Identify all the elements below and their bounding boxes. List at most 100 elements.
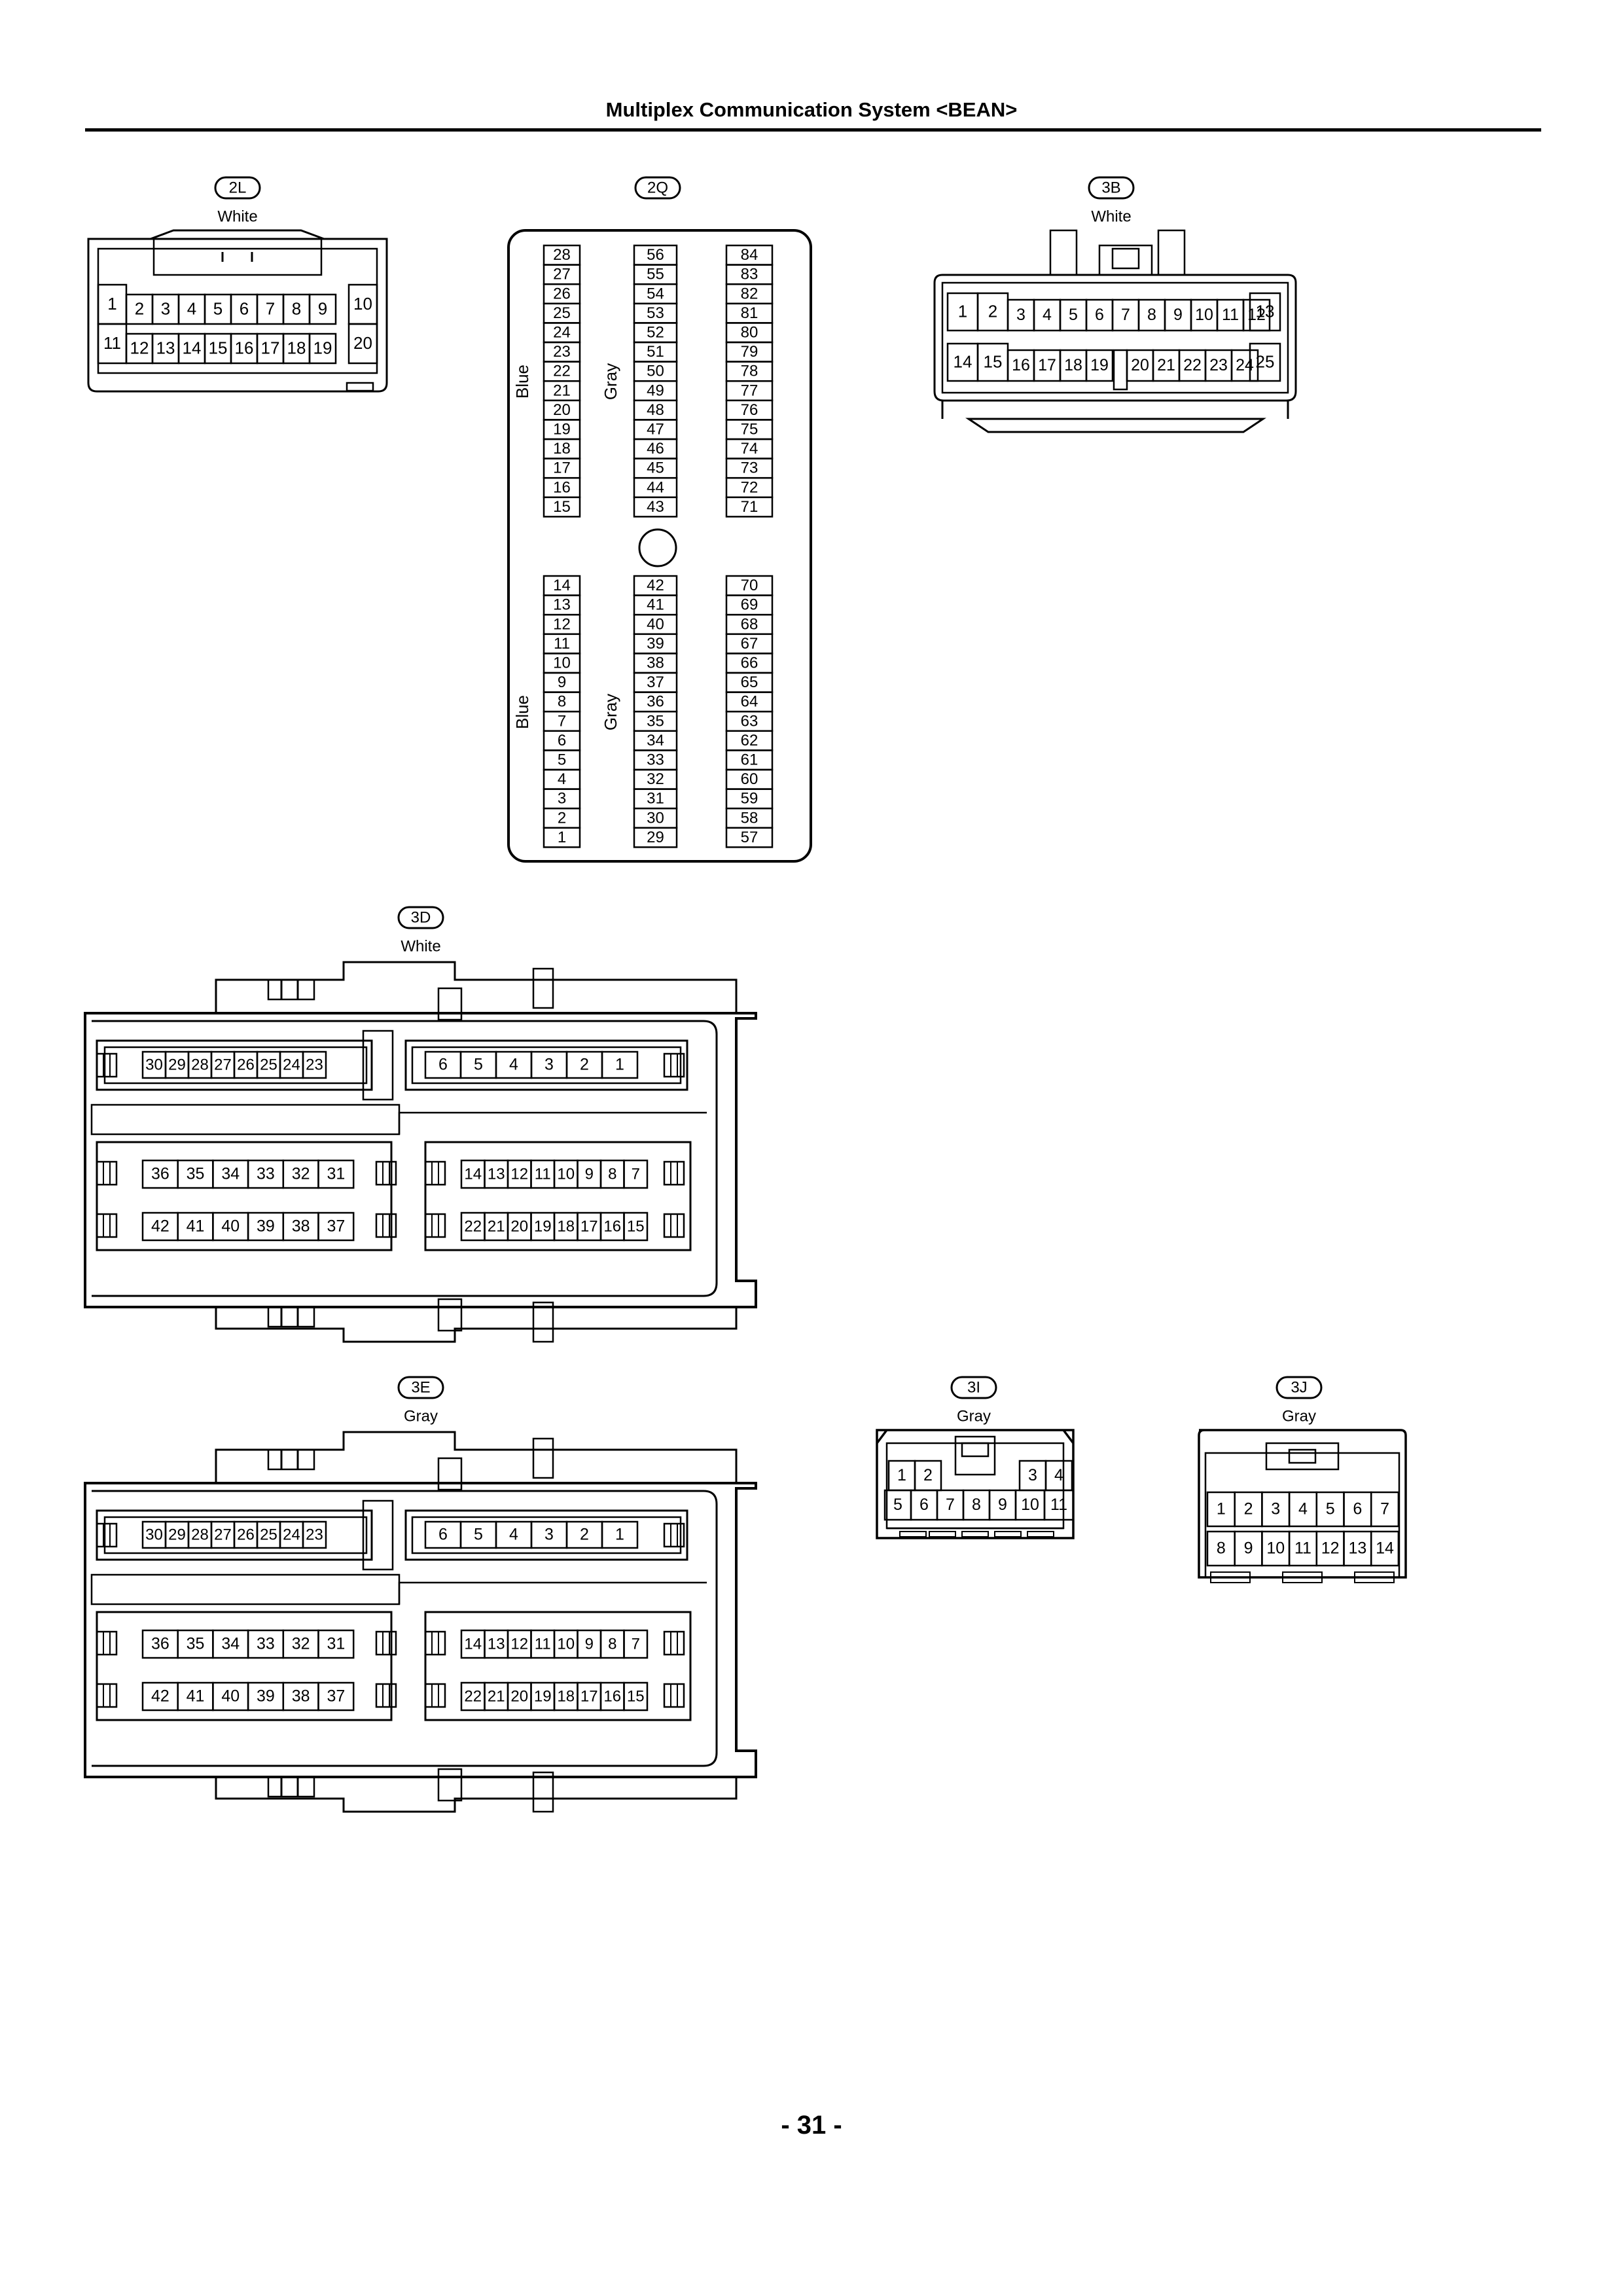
- pin-number: 81: [741, 304, 758, 322]
- outline: [941, 281, 1289, 394]
- outline: [424, 1683, 446, 1708]
- pin-number: 29: [647, 829, 664, 846]
- outline: [103, 1046, 368, 1085]
- pin-number: 28: [553, 246, 571, 264]
- gray-label: Gray: [601, 363, 620, 400]
- pin-number: 35: [187, 1635, 205, 1653]
- pin-cell: [623, 1629, 649, 1659]
- pin-number: 14: [553, 577, 571, 594]
- pin-number: 75: [741, 421, 758, 439]
- pin-number: 37: [647, 673, 664, 691]
- pin-number: 12: [510, 1635, 528, 1653]
- pin-number: 28: [191, 1526, 209, 1543]
- connector-code: 3I: [967, 1378, 980, 1396]
- outline: [398, 1111, 707, 1134]
- outline: [437, 1457, 463, 1491]
- outline: [424, 1611, 692, 1721]
- connector-color-label: White: [401, 937, 440, 955]
- pin-number: 69: [741, 596, 758, 614]
- pin-number: 28: [191, 1056, 209, 1073]
- pin-number: 32: [292, 1165, 310, 1183]
- pin-number: 74: [741, 440, 758, 457]
- pin-number: 80: [741, 324, 758, 342]
- pin-number: 4: [558, 770, 566, 788]
- pin-cell: [317, 1681, 355, 1712]
- pin-number: 5: [893, 1496, 902, 1514]
- outline: [375, 1213, 397, 1238]
- pin-number: 83: [741, 266, 758, 283]
- pin-number: 20: [510, 1217, 528, 1235]
- pin-number: 6: [438, 1056, 448, 1074]
- pin-number: 66: [741, 655, 758, 672]
- pin-cell: [543, 827, 581, 848]
- pin-number: 52: [647, 324, 664, 342]
- outline: [267, 978, 315, 1001]
- pin-number: 4: [509, 1526, 518, 1544]
- pin-number: 27: [214, 1056, 232, 1073]
- pin-number: 38: [292, 1217, 310, 1236]
- pin-number: 7: [558, 712, 566, 730]
- outline: [96, 1160, 118, 1186]
- outline: [375, 1683, 397, 1708]
- pin-cell: [633, 827, 678, 848]
- pin-number: 33: [257, 1635, 275, 1653]
- outline: [90, 1103, 401, 1136]
- pin-number: 62: [741, 732, 758, 749]
- header-rule: [85, 128, 1541, 132]
- pin-number: 12: [510, 1165, 528, 1183]
- pin-number: 51: [647, 343, 664, 361]
- pin-number: 4: [1043, 306, 1052, 324]
- outline: [994, 1531, 1022, 1537]
- outline: [103, 1516, 368, 1554]
- pin-cell: [1043, 1489, 1075, 1521]
- outline: [663, 1160, 685, 1186]
- pin-number: 9: [585, 1635, 594, 1653]
- pin-number: 14: [464, 1635, 482, 1653]
- connector-code: 2L: [229, 179, 247, 196]
- pin-number: 34: [221, 1165, 240, 1183]
- outline: [954, 1435, 996, 1476]
- pin-number: 26: [237, 1526, 255, 1543]
- pin-number: 11: [1222, 306, 1239, 324]
- pin-number: 23: [306, 1056, 323, 1073]
- pin-number: 8: [292, 298, 301, 318]
- blue-label: Blue: [512, 365, 532, 399]
- pin-number: 32: [647, 770, 664, 788]
- pin-number: 18: [553, 440, 571, 457]
- pin-number: 53: [647, 304, 664, 322]
- outline: [424, 1160, 446, 1186]
- outline: [437, 987, 463, 1021]
- pin-number: 14: [464, 1165, 482, 1183]
- outline: [92, 1490, 718, 1767]
- pin-number: 30: [145, 1526, 163, 1543]
- connector-color-label: White: [1091, 207, 1131, 225]
- pin-number: 8: [1147, 306, 1156, 324]
- pin-number: 4: [509, 1056, 518, 1074]
- pin-number: 32: [292, 1635, 310, 1653]
- outline: [1354, 1571, 1395, 1583]
- pin-number: 6: [919, 1496, 929, 1514]
- pin-number: 23: [1209, 356, 1228, 374]
- pin-number: 50: [647, 363, 664, 380]
- pin-number: 12: [1321, 1539, 1340, 1558]
- connector-code-badge: [950, 1376, 997, 1399]
- outline: [663, 1522, 685, 1548]
- pin-number: 42: [151, 1217, 169, 1236]
- pin-number: 84: [741, 246, 758, 264]
- outline: [267, 1448, 315, 1471]
- pin-number: 1: [897, 1466, 906, 1484]
- outline: [663, 1213, 685, 1238]
- outline: [1210, 1571, 1251, 1583]
- pin-number: 43: [647, 498, 664, 516]
- pin-number: 15: [553, 498, 571, 516]
- outline: [96, 1213, 118, 1238]
- pin-number: 2: [1244, 1500, 1253, 1518]
- pin-number: 5: [474, 1056, 483, 1074]
- pin-number: 13: [156, 338, 175, 357]
- pin-number: 18: [1064, 356, 1082, 374]
- pin-number: 39: [257, 1687, 275, 1706]
- pin-number: 5: [474, 1526, 483, 1544]
- connector-color-label: White: [217, 207, 257, 225]
